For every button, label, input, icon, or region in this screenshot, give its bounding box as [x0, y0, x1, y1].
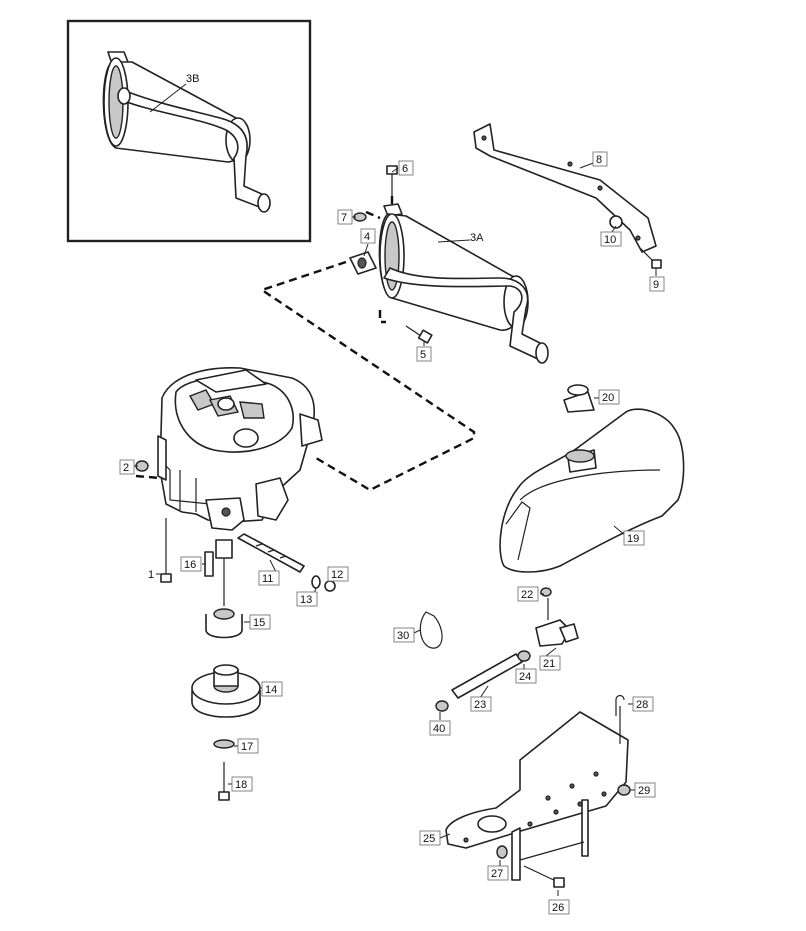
callout-7: 7 [337, 209, 353, 225]
callout-18: 18 [231, 776, 253, 792]
svg-text:3A: 3A [470, 232, 484, 244]
callout-labels: 6 7 4 3A 5 8 10 9 2 1 16 11 13 12 15 14 … [119, 151, 665, 915]
svg-text:19: 19 [627, 533, 639, 545]
svg-text:29: 29 [638, 785, 650, 797]
callout-20: 20 [598, 389, 620, 405]
svg-text:23: 23 [474, 699, 486, 711]
svg-text:2: 2 [123, 462, 129, 474]
callout-3a: 3A [470, 232, 484, 244]
label-3b: 3B [186, 73, 199, 85]
muffler-3a-assembly [259, 165, 549, 492]
engine-assembly [135, 367, 323, 531]
callout-25: 25 [419, 830, 441, 846]
bolt-6 [386, 165, 398, 196]
svg-text:9: 9 [653, 279, 659, 291]
callout-19: 19 [623, 530, 645, 546]
svg-text:15: 15 [253, 617, 265, 629]
callout-30: 30 [393, 627, 415, 643]
callout-9: 9 [649, 276, 665, 292]
callout-11: 11 [258, 570, 280, 586]
callout-2: 2 [119, 459, 135, 475]
callout-14: 14 [261, 681, 283, 697]
callout-12: 12 [327, 566, 349, 582]
svg-text:30: 30 [397, 630, 409, 642]
bracket-25 [445, 694, 631, 888]
svg-text:40: 40 [433, 723, 445, 735]
svg-text:28: 28 [636, 699, 648, 711]
callout-29: 29 [634, 782, 656, 798]
callout-22: 22 [517, 586, 539, 602]
svg-text:12: 12 [331, 569, 343, 581]
svg-text:14: 14 [265, 684, 277, 696]
callout-24: 24 [515, 668, 537, 684]
callout-17: 17 [237, 738, 259, 754]
svg-text:25: 25 [423, 833, 435, 845]
callout-8: 8 [592, 151, 608, 167]
callout-21: 21 [539, 655, 561, 671]
svg-text:5: 5 [420, 349, 426, 361]
svg-text:18: 18 [235, 779, 247, 791]
bolt-5 [405, 325, 433, 344]
svg-text:21: 21 [543, 658, 555, 670]
callout-6: 6 [398, 160, 414, 176]
svg-text:27: 27 [491, 868, 503, 880]
inset-muffler-3b: 3B [66, 19, 312, 243]
svg-text:4: 4 [364, 231, 370, 243]
bracket-8 [473, 123, 662, 269]
svg-text:1: 1 [148, 569, 154, 581]
callout-15: 15 [249, 614, 271, 630]
svg-text:20: 20 [602, 392, 614, 404]
callout-10: 10 [600, 231, 622, 247]
svg-text:16: 16 [184, 559, 196, 571]
callout-27: 27 [487, 865, 509, 881]
svg-text:13: 13 [300, 594, 312, 606]
callout-26: 26 [548, 899, 570, 915]
callout-4: 4 [360, 228, 376, 244]
callout-16: 16 [180, 556, 202, 572]
svg-text:10: 10 [604, 234, 616, 246]
svg-text:26: 26 [552, 902, 564, 914]
svg-text:22: 22 [521, 589, 533, 601]
callout-5: 5 [416, 346, 432, 362]
callout-28: 28 [632, 696, 654, 712]
svg-text:6: 6 [402, 163, 408, 175]
fuel-tank-19 [419, 384, 685, 712]
engine-hardware [135, 460, 336, 801]
svg-text:17: 17 [241, 741, 253, 753]
callout-23: 23 [470, 696, 492, 712]
svg-text:11: 11 [262, 573, 273, 585]
callout-13: 13 [296, 591, 318, 607]
svg-text:8: 8 [596, 154, 602, 166]
svg-text:24: 24 [519, 671, 531, 683]
callout-40: 40 [429, 720, 451, 736]
svg-text:7: 7 [341, 212, 347, 224]
callout-1: 1 [148, 569, 154, 581]
